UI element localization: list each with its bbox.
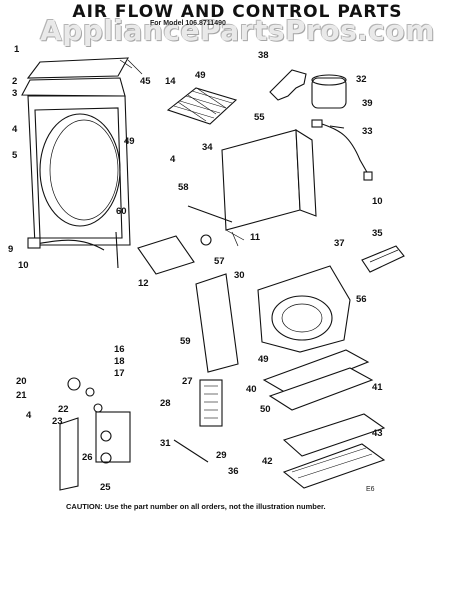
bracket-drawing [269,69,307,101]
part-label-56[interactable]: 56 [356,294,367,305]
part-label-50[interactable]: 50 [260,404,271,415]
model-subtitle: For Model 106.8711490 [150,20,226,27]
part-label-4b[interactable]: 4 [170,154,176,165]
wire-harness-drawing [311,119,373,181]
part-label-59[interactable]: 59 [180,336,191,347]
part-label-28[interactable]: 28 [160,398,171,409]
part-label-25[interactable]: 25 [100,482,111,493]
part-label-40[interactable]: 40 [246,384,257,395]
part-label-49b[interactable]: 49 [124,136,135,147]
page-title: AIR FLOW AND CONTROL PARTS [72,2,403,22]
part-label-41[interactable]: 41 [372,382,383,393]
part-label-10b[interactable]: 10 [18,260,29,271]
capacitor-drawing [311,74,347,109]
part-label-39[interactable]: 39 [362,98,373,109]
part-label-31[interactable]: 31 [160,438,171,449]
part-label-34[interactable]: 34 [202,142,213,153]
cover-plate-drawing [137,235,195,275]
part-label-35[interactable]: 35 [372,228,383,239]
part-label-21[interactable]: 21 [16,390,27,401]
part-label-2[interactable]: 2 [12,76,18,87]
part-label-17[interactable]: 17 [114,368,125,379]
part-label-57[interactable]: 57 [214,256,225,267]
corner-code: E6 [366,486,375,493]
front-frame-drawing [21,57,143,246]
part-label-3[interactable]: 3 [12,88,18,99]
part-label-18[interactable]: 18 [114,356,125,367]
part-label-23[interactable]: 23 [52,416,63,427]
part-label-4c[interactable]: 4 [26,410,32,421]
part-label-49c[interactable]: 49 [258,354,269,365]
part-label-22[interactable]: 22 [58,404,69,415]
knob-drawing [200,234,212,246]
part-label-36[interactable]: 36 [228,466,239,477]
bottom-filter-drawing [282,443,386,489]
part-label-60[interactable]: 60 [116,206,127,217]
part-label-1[interactable]: 1 [14,44,20,55]
part-label-26[interactable]: 26 [82,452,93,463]
part-label-37[interactable]: 37 [334,238,345,249]
part-label-29[interactable]: 29 [216,450,227,461]
tray-drawing [282,413,386,457]
part-label-38[interactable]: 38 [258,50,269,61]
part-label-9[interactable]: 9 [8,244,14,255]
part-label-27[interactable]: 27 [182,376,193,387]
part-label-49a[interactable]: 49 [195,70,206,81]
control-housing-drawing [221,128,317,247]
part-label-20[interactable]: 20 [16,376,27,387]
blower-housing-drawing [257,265,351,353]
side-bracket-drawing [59,417,79,491]
louver-drawing [199,379,223,427]
part-label-55[interactable]: 55 [254,112,265,123]
filter-grid-drawing [166,87,238,125]
part-label-14[interactable]: 14 [165,76,176,87]
rod-drawing [187,205,233,223]
part-label-11[interactable]: 11 [250,232,261,243]
knob-assembly-drawing [67,377,103,413]
small-harness-drawing [27,231,119,269]
part-label-30[interactable]: 30 [234,270,245,281]
part-label-42[interactable]: 42 [262,456,273,467]
terminal-block-drawing [361,245,405,273]
part-label-12[interactable]: 12 [138,278,149,289]
control-bracket-drawing [95,411,131,464]
part-label-4a[interactable]: 4 [12,124,18,135]
part-label-5[interactable]: 5 [12,150,18,161]
part-label-16[interactable]: 16 [114,344,125,355]
part-label-33[interactable]: 33 [362,126,373,137]
part-label-10a[interactable]: 10 [372,196,383,207]
part-label-58[interactable]: 58 [178,182,189,193]
watermark: AppliancePartsPros.com [40,14,435,47]
part-label-32[interactable]: 32 [356,74,367,85]
caution-note: CAUTION: Use the part number on all orde… [66,502,326,511]
part-label-43[interactable]: 43 [372,428,383,439]
linkage-rod-drawing [173,439,209,463]
side-panel-drawing [195,273,239,373]
part-label-45[interactable]: 45 [140,76,151,87]
drain-pan-drawing [262,349,374,411]
